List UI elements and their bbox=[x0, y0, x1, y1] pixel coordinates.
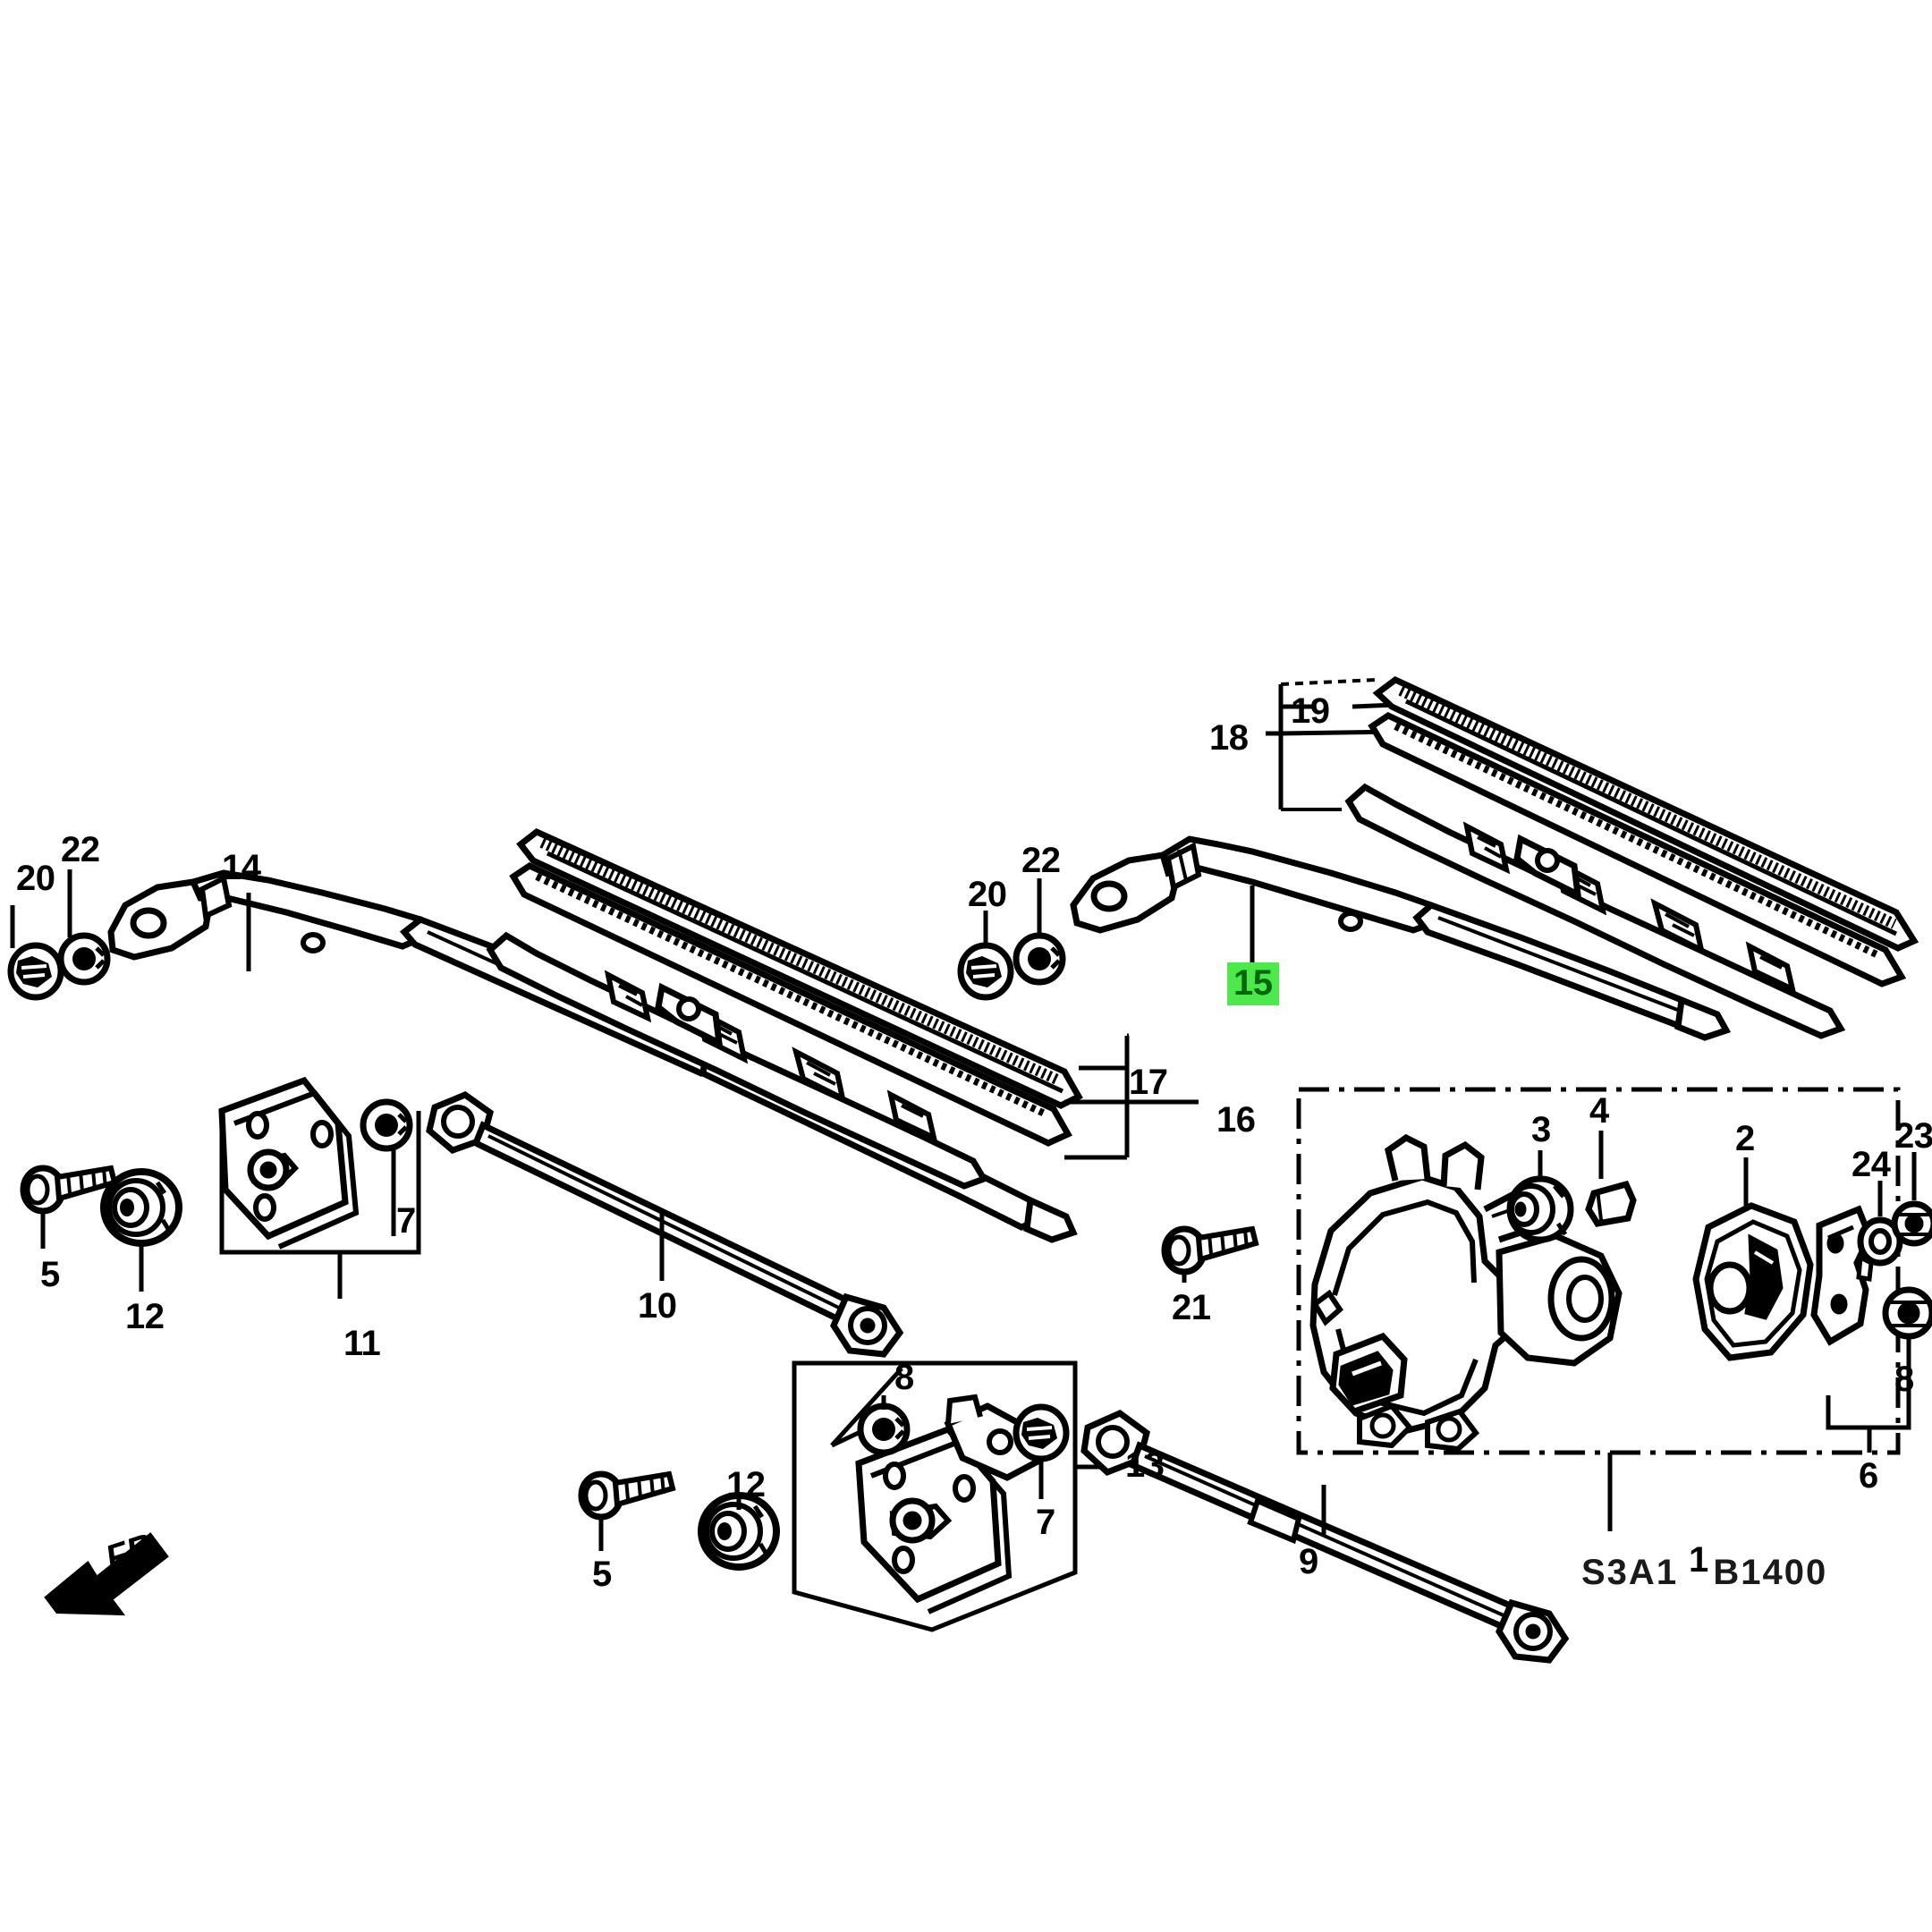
washer-24 bbox=[1857, 1216, 1903, 1267]
callout-19: 19 bbox=[1291, 691, 1330, 731]
callout-22-left: 22 bbox=[61, 830, 100, 869]
callout-24: 24 bbox=[1852, 1145, 1891, 1184]
callout-14: 14 bbox=[222, 848, 261, 887]
callout-22-right: 22 bbox=[1021, 841, 1061, 880]
blade-group-passenger bbox=[1266, 675, 1919, 1039]
motor-cap bbox=[1585, 1180, 1637, 1227]
callout-17: 17 bbox=[1129, 1063, 1168, 1102]
callout-21: 21 bbox=[1172, 1288, 1211, 1327]
callout-20-right: 20 bbox=[968, 875, 1007, 914]
callout-12-bottom: 12 bbox=[726, 1465, 766, 1504]
front-direction-arrow bbox=[44, 1532, 169, 1616]
callout-2: 2 bbox=[1735, 1119, 1755, 1158]
motor-grommet bbox=[1506, 1175, 1574, 1243]
pivot-bracket-left bbox=[218, 1076, 421, 1299]
motor-assembly-box bbox=[1296, 1087, 1901, 1531]
callout-23: 23 bbox=[1894, 1116, 1932, 1156]
callout-8-bottom: 8 bbox=[894, 1358, 914, 1397]
wiper-motor bbox=[1309, 1133, 1623, 1453]
callout-11: 11 bbox=[343, 1324, 381, 1363]
nut-23 bbox=[1891, 1200, 1932, 1247]
callout-7-left: 7 bbox=[396, 1201, 416, 1241]
callout-15-highlighted[interactable]: 15 bbox=[1227, 962, 1279, 1005]
callout-9: 9 bbox=[1299, 1542, 1318, 1581]
link-rod-left bbox=[426, 1091, 904, 1358]
wiper-arm-passenger bbox=[1070, 835, 1732, 1041]
callout-18: 18 bbox=[1209, 718, 1249, 758]
callout-20-left: 20 bbox=[16, 859, 55, 898]
callout-4: 4 bbox=[1589, 1091, 1609, 1131]
callout-5-bottom: 5 bbox=[592, 1555, 612, 1594]
callout-12-left: 12 bbox=[125, 1297, 165, 1336]
diagram-code: S3A1 B1400 bbox=[1581, 1553, 1828, 1592]
callout-16: 16 bbox=[1216, 1100, 1256, 1140]
blade-group-driver bbox=[486, 827, 1199, 1190]
motor-bracket-group bbox=[1810, 1205, 1874, 1346]
link-rod-right bbox=[1080, 1409, 1570, 1664]
nut-8 bbox=[1882, 1286, 1932, 1340]
callout-6: 6 bbox=[1859, 1456, 1878, 1496]
motor-cover bbox=[1692, 1202, 1814, 1361]
callout-3: 3 bbox=[1531, 1110, 1551, 1149]
callout-5-left: 5 bbox=[40, 1255, 60, 1294]
callout-8-right: 8 bbox=[1894, 1360, 1914, 1399]
callout-1: 1 bbox=[1689, 1540, 1708, 1580]
callout-10: 10 bbox=[638, 1286, 677, 1326]
callout-13: 13 bbox=[1125, 1445, 1165, 1485]
callout-7-bottom: 7 bbox=[1036, 1503, 1055, 1542]
